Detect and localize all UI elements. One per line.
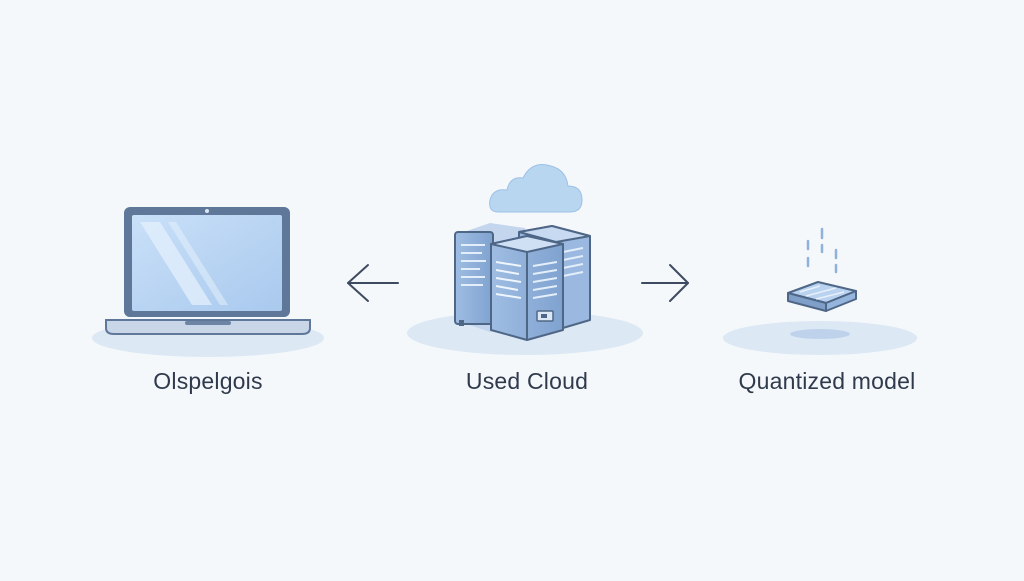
node-label-right: Quantized model	[738, 368, 916, 394]
arrow-right-icon	[641, 264, 689, 302]
server-cloud-icon	[407, 164, 643, 355]
cloud-icon	[489, 164, 583, 213]
node-label-center: Used Cloud	[465, 368, 589, 394]
arrow-left-icon	[347, 264, 399, 302]
node-label-left: Olspelgois	[153, 368, 263, 394]
laptop-icon	[92, 207, 324, 357]
quantized-chip-icon	[723, 227, 917, 355]
